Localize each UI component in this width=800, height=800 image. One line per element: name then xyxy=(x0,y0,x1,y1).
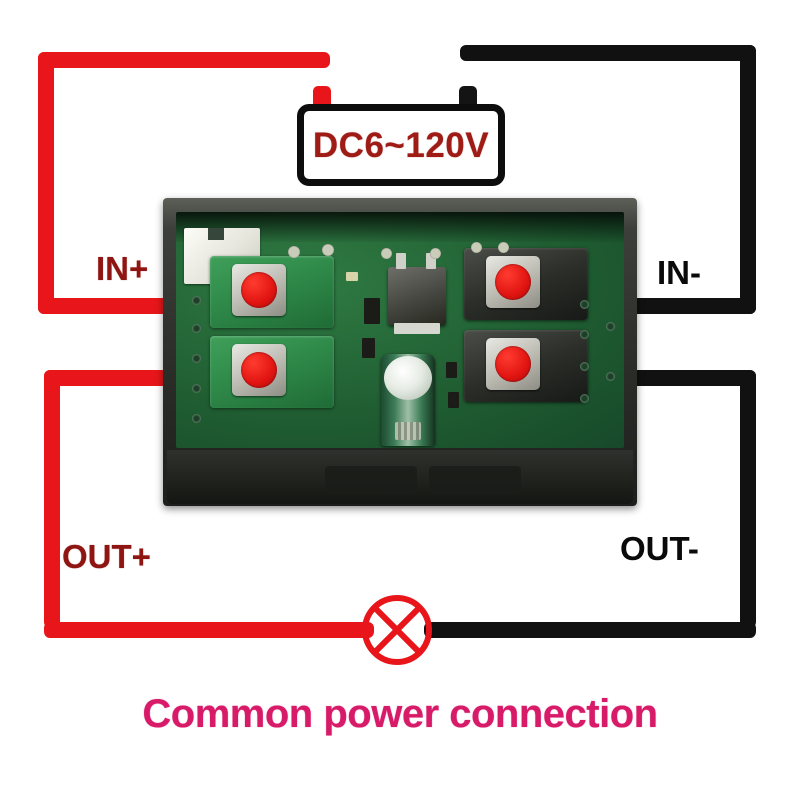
mosfet-tab xyxy=(394,323,440,334)
meter-module xyxy=(163,198,637,506)
module-display-bezel xyxy=(167,450,633,504)
pcb-via xyxy=(580,362,589,371)
mosfet-pin xyxy=(426,253,436,269)
terminal-label-out-minus: OUT- xyxy=(620,530,699,567)
dc-power-source: DC6~120V xyxy=(297,104,505,186)
solder-pad xyxy=(430,248,441,259)
pcb-via xyxy=(606,322,615,331)
mosfet-pin xyxy=(396,253,406,269)
pcb-via xyxy=(192,414,201,423)
solder-pad xyxy=(322,244,334,256)
smd-part xyxy=(346,272,358,281)
pcb-via xyxy=(192,324,201,333)
pcb-via xyxy=(580,394,589,403)
smd-part xyxy=(446,362,457,378)
terminal-label-in-plus: IN+ xyxy=(96,250,149,287)
solder-pad xyxy=(498,242,509,253)
wire-red-out-plus-left-segment xyxy=(44,370,60,628)
pcb-via xyxy=(606,372,615,381)
solder-pad xyxy=(381,248,392,259)
electrolytic-capacitor xyxy=(381,354,435,446)
bezel-tab xyxy=(325,466,417,494)
terminal-label-in-minus: IN- xyxy=(657,254,701,291)
module-pcb xyxy=(176,212,624,448)
wire-black-out-minus-right-segment xyxy=(740,370,756,628)
screw-head-in-plus xyxy=(241,272,277,308)
lamp-load-icon xyxy=(362,595,432,665)
smd-part xyxy=(448,392,459,408)
pcb-via xyxy=(192,354,201,363)
wire-red-source-positive-top-segment xyxy=(38,52,330,68)
screw-terminal-out-plus[interactable] xyxy=(232,344,286,396)
solder-pad xyxy=(471,242,482,253)
capacitor-band xyxy=(395,422,421,440)
wire-red-out-plus-bottom-segment xyxy=(44,622,374,638)
diagram-caption: Common power connection xyxy=(142,692,658,736)
smd-part xyxy=(364,298,380,324)
screw-terminal-in-plus[interactable] xyxy=(232,264,286,316)
capacitor-top xyxy=(384,356,432,400)
smd-part xyxy=(362,338,375,358)
wire-red-in-plus-left-segment xyxy=(38,52,54,314)
pcb-via xyxy=(192,296,201,305)
screw-head-out-minus xyxy=(495,346,531,382)
screw-terminal-out-minus[interactable] xyxy=(486,338,540,390)
terminal-label-out-plus: OUT+ xyxy=(62,538,151,575)
dc-power-source-label: DC6~120V xyxy=(312,125,490,165)
solder-pad xyxy=(288,246,300,258)
mosfet-component xyxy=(388,253,446,334)
pcb-via xyxy=(580,300,589,309)
wire-black-in-minus-right-segment xyxy=(740,45,756,314)
screw-terminal-in-minus[interactable] xyxy=(486,256,540,308)
screw-head-in-minus xyxy=(495,264,531,300)
wire-black-out-minus-bottom-segment xyxy=(424,622,756,638)
screw-head-out-plus xyxy=(241,352,277,388)
bezel-tab xyxy=(429,466,521,494)
wire-black-source-negative-top-segment xyxy=(460,45,756,61)
jst-connector-notch xyxy=(208,228,224,240)
pcb-via xyxy=(580,330,589,339)
pcb-via xyxy=(192,384,201,393)
